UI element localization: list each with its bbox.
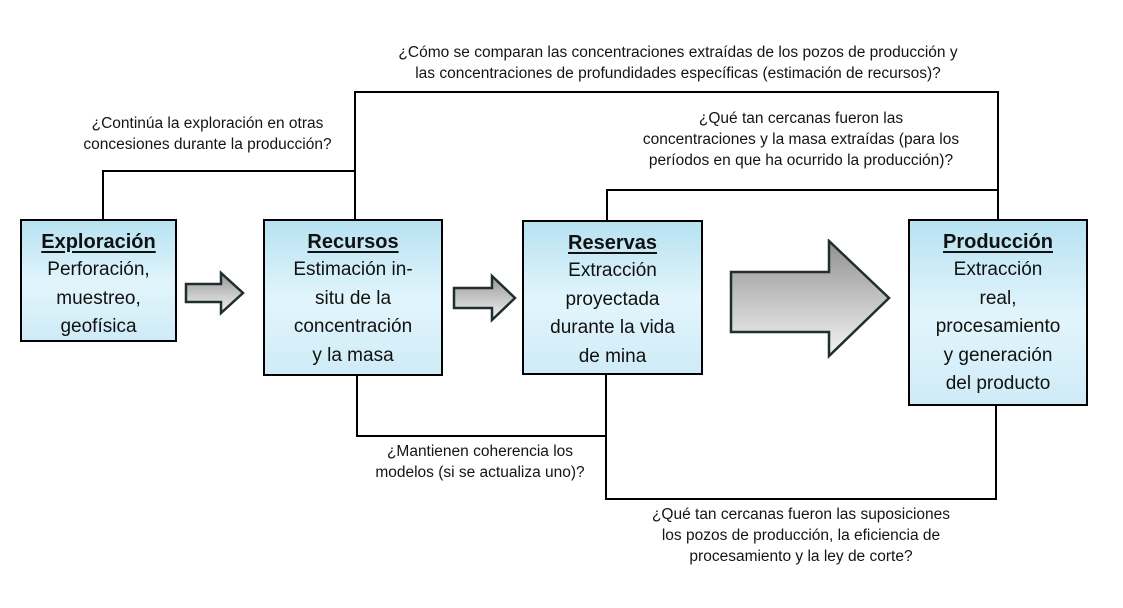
question-modelos: ¿Mantienen coherencia los modelos (si se… bbox=[375, 443, 585, 481]
stage-box-exploracion: Exploración Perforación, muestreo, geofí… bbox=[20, 219, 177, 342]
connector-reservas-bottom-vertical bbox=[605, 373, 607, 500]
stage-box-recursos: Recursos Estimación in- situ de la conce… bbox=[263, 219, 443, 376]
question-exploration-continues: ¿Continúa la exploración en otras conces… bbox=[83, 115, 332, 153]
right-arrow-icon-large bbox=[729, 239, 891, 359]
question-reservas-produccion: ¿Qué tan cercanas fueron las concentraci… bbox=[642, 110, 960, 169]
stage-box-produccion: Producción Extracción real, procesamient… bbox=[908, 219, 1088, 406]
right-arrow-icon bbox=[184, 270, 245, 316]
connector-top-horizontal bbox=[354, 91, 999, 93]
connector-qleft-horizontal bbox=[102, 170, 356, 172]
connector-top-left-vertical bbox=[354, 91, 356, 220]
stage-title-exploracion: Exploración bbox=[41, 231, 156, 253]
stage-description-produccion: Extracción real, procesamiento y generac… bbox=[935, 259, 1061, 394]
stage-title-reservas: Reservas bbox=[568, 232, 657, 254]
question-bottom: ¿Qué tan cercanas fueron las suposicione… bbox=[651, 506, 951, 565]
connector-top-right-vertical bbox=[997, 91, 999, 220]
stage-title-produccion: Producción bbox=[942, 231, 1053, 253]
connector-produccion-bottom-vertical bbox=[995, 404, 997, 500]
stage-box-reservas: Reservas Extracción proyectada durante l… bbox=[522, 220, 703, 375]
stage-title-recursos: Recursos bbox=[307, 231, 399, 253]
stage-description-reservas: Extracción proyectada durante la vida de… bbox=[550, 260, 675, 367]
stage-description-recursos: Estimación in- situ de la concentración … bbox=[293, 259, 413, 366]
connector-qbottom-horizontal bbox=[605, 498, 997, 500]
connector-qmodelos-left-vertical bbox=[356, 374, 358, 437]
question-top: ¿Cómo se comparan las concentraciones ex… bbox=[398, 44, 958, 82]
connector-qleft-left-vertical bbox=[102, 170, 104, 220]
stage-description-exploracion: Perforación, muestreo, geofísica bbox=[47, 259, 150, 337]
connector-q2-horizontal bbox=[606, 189, 999, 191]
right-arrow-icon bbox=[452, 273, 517, 323]
connector-q2-left-vertical bbox=[606, 189, 608, 222]
connector-qmodelos-horizontal bbox=[356, 435, 607, 437]
